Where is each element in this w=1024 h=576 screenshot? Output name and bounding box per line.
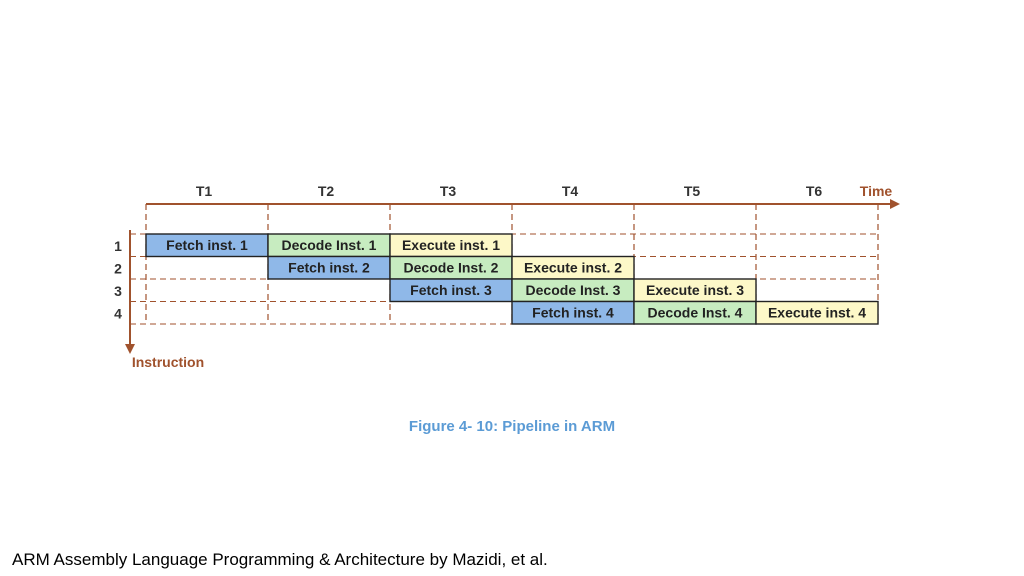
stage-cell-label: Fetch inst. 3	[410, 282, 492, 298]
stage-cell-label: Fetch inst. 1	[166, 237, 248, 253]
time-label: Time	[860, 183, 893, 199]
stage-cell-label: Decode Inst. 2	[404, 260, 499, 276]
period-label: T5	[684, 183, 701, 199]
stage-cell-label: Decode Inst. 3	[526, 282, 621, 298]
stage-cell-label: Execute inst. 2	[524, 260, 622, 276]
period-label: T3	[440, 183, 457, 199]
footer-citation: ARM Assembly Language Programming & Arch…	[12, 550, 548, 569]
stage-cell-label: Execute inst. 3	[646, 282, 744, 298]
stage-cell-label: Fetch inst. 2	[288, 260, 370, 276]
instruction-label: Instruction	[132, 354, 204, 370]
stage-cell-label: Execute inst. 4	[768, 305, 866, 321]
row-label: 3	[114, 283, 122, 299]
period-label: T6	[806, 183, 823, 199]
row-label: 2	[114, 261, 122, 277]
stage-cell-label: Fetch inst. 4	[532, 305, 614, 321]
stage-cell-label: Decode Inst. 1	[282, 237, 377, 253]
stage-cell-label: Decode Inst. 4	[648, 305, 743, 321]
row-label: 1	[114, 238, 122, 254]
period-label: T4	[562, 183, 579, 199]
figure-caption: Figure 4- 10: Pipeline in ARM	[408, 418, 616, 435]
period-label: T2	[318, 183, 335, 199]
period-label: T1	[196, 183, 213, 199]
stage-cell-label: Execute inst. 1	[402, 237, 500, 253]
stage-cell-execute	[755, 300, 879, 325]
row-label: 4	[114, 306, 122, 322]
